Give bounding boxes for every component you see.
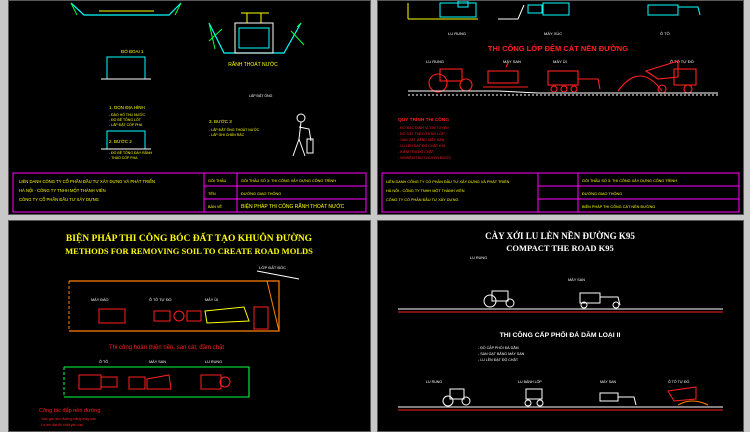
footer-right: ĐƯỜNG GIAO THÔNG [241,191,281,196]
dim-label: LỚP ĐẤT BÓC [259,265,286,270]
label-row: MÁY SAN [503,59,521,64]
step3-line: - LẮP GHI CHẮN RÁC [209,132,245,137]
process-line: - ĐỔ CÁT THEO TỪNG LỚP [398,131,445,136]
footer-left-line: HÀ NỘI - CÔNG TY TNHH MỘT THÀNH VIÊN [386,188,465,193]
label-row: LU RUNG [426,59,444,64]
process-line: - ĐO ĐẠC ĐỊNH VỊ TIM TUYẾN [398,125,449,130]
step1-title: 1. DỌN ĐỊA HÌNH [109,104,145,110]
compact-road-panel[interactable]: CÀY XỚI LU LÈN NỀN ĐƯỜNG K95 COMPACT THE… [377,220,744,432]
process-line: - SAN GẠT BẰNG MÁY SAN [398,137,445,142]
svg-text:ĐÓ BOAI 1: ĐÓ BOAI 1 [121,48,144,54]
step2-title: 2. BƯỚC 2 [109,138,132,144]
label-bottom: Ô TÔ TỰ ĐỔ [668,379,690,384]
soil-removal-panel[interactable]: BIỆN PHÁP THI CÔNG BÓC ĐẤT TẠO KHUÔN ĐƯỜ… [8,220,371,432]
footer-right: BIỆN PHÁP THI CÔNG CÁT NỀN ĐƯỜNG [582,204,655,209]
title-vn: BIỆN PHÁP THI CÔNG BÓC ĐẤT TẠO KHUÔN ĐƯỜ… [66,231,313,244]
note: - ĐỔ CẤP PHỐI ĐÁ DĂM [478,345,519,350]
step1-line: - LẮP ĐẶT CỐP PHA [109,122,143,127]
mid-title: THI CÔNG CẤP PHỐI ĐÁ DĂM LOẠI II [500,329,621,339]
process-line: - KIỂM TRA ĐỘ CHẶT [398,149,435,154]
footer-left-line: LIÊN DANH CÔNG TY CỔ PHẦN ĐẦU TƯ XÂY DỰN… [19,179,155,184]
footer-left-line: HÀ NỘI - CÔNG TY TNHH MỘT THÀNH VIÊN [19,188,106,193]
step2-line: - THÁO CỐP PHA [109,155,138,160]
note: - SAN GẠT BẰNG MÁY SAN [478,351,525,356]
footer-right: GÓI THẦU SỐ 3: THI CÔNG XÂY DỰNG CÔNG TR… [241,178,336,183]
step2-line: - ĐỔ BÊ TÔNG ĐÁY RÃNH [109,150,153,155]
label-top: LU RUNG [448,31,466,36]
process-line: - NGHIỆM THU CHUYỂN BƯỚC [398,155,452,160]
footer-mid: BẢN VẼ [208,204,222,209]
step3-line: - LẮP ĐẶT ỐNG THOÁT NƯỚC [209,127,260,132]
red-label: MÁY SAN [149,360,166,364]
footer-right: GÓI THẦU SỐ 3: THI CÔNG XÂY DỰNG CÔNG TR… [582,178,677,183]
title1: CÀY XỚI LU LÈN NỀN ĐƯỜNG K95 [485,231,635,241]
label-top: LU RUNG [470,256,487,260]
drain-label: RÃNH THOÁT NƯỚC [228,61,278,68]
footer-mid: TÊN [208,191,216,196]
sand-layer-panel[interactable]: LU RUNG MÁY XÚC Ô TÔ THI CÔNG LỚP ĐỆM CÁ… [377,0,744,215]
label-bottom: LU RUNG [426,380,442,384]
footer-left-line: CÔNG TY CỔ PHẦN ĐẦU TƯ XÂY DỰNG [386,197,458,202]
bottom-line: - Lu lèn đạt độ chặt yêu cầu [39,423,83,427]
compact-road-drawing: CÀY XỚI LU LÈN NỀN ĐƯỜNG K95 COMPACT THE… [398,231,723,411]
label-top: MÁY XÚC [544,31,562,36]
soil-removal-drawing: BIỆN PHÁP THI CÔNG BÓC ĐẤT TẠO KHUÔN ĐƯỜ… [39,231,313,427]
footer-left-line: LIÊN DANH CÔNG TY CỔ PHẦN ĐẦU TƯ XÂY DỰN… [386,179,510,184]
svg-text:LẮP ĐẶT ỐNG: LẮP ĐẶT ỐNG [249,93,273,98]
note: - LU LÈN ĐẠT ĐỘ CHẶT [478,357,519,362]
drawing-title: BIỆN PHÁP THI CÔNG RÃNH THOÁT NƯỚC [241,202,345,210]
label: Ô TÔ TỰ ĐỔ [149,297,172,302]
label-row: MÁY ỦI [553,59,567,64]
step1-line: - ĐỔ BÊ TÔNG LÓT [109,117,142,122]
red-label: Ô TÔ [99,359,108,364]
label: MÁY ĐÀO [91,298,108,302]
red-heading: Thi công hoàn thiện nền, san cát, đầm ch… [109,345,224,351]
footer-right: ĐƯỜNG GIAO THÔNG [582,191,622,196]
drainage-drawing-panel[interactable]: RÃNH THOÁT NƯỚC ĐÓ BOAI 1 1. DỌN ĐỊA HÌN… [8,0,371,215]
title2: COMPACT THE ROAD K95 [506,243,613,253]
label-row: Ô TÔ TỰ ĐỔ [670,59,694,64]
title-en: METHODS FOR REMOVING SOIL TO CREATE ROAD… [65,246,313,256]
label: MÁY ỦI [205,297,218,302]
label-bottom: LU BÁNH LỐP [518,379,542,384]
footer-left-line: CÔNG TY CỔ PHẦN ĐẦU TƯ XÂY DỰNG [19,197,99,202]
step1-line: - ĐÀO HỐ THU NƯỚC [109,112,146,117]
footer-mid: GÓI THẦU [208,178,227,183]
process-title: QUY TRÌNH THI CÔNG [398,115,449,123]
step3-title: 3. BƯỚC 3 [209,118,232,124]
process-line: - LU LÈN ĐẠT ĐỘ CHẶT K95 [398,143,445,148]
red-label: LU RUNG [205,360,222,364]
bottom-heading: Công tác đắp nền đường [39,407,100,414]
panel-title: THI CÔNG LỚP ĐỆM CÁT NỀN ĐƯỜNG [488,43,628,53]
label-bottom: MÁY SAN [600,380,617,384]
bottom-line: - San gạt nền đường bằng máy san [39,416,96,421]
label-top: MÁY SAN [568,278,585,282]
label-top: Ô TÔ [660,31,670,36]
sand-layer-drawing: LU RUNG MÁY XÚC Ô TÔ THI CÔNG LỚP ĐỆM CÁ… [381,1,740,213]
drainage-drawing: RÃNH THOÁT NƯỚC ĐÓ BOAI 1 1. DỌN ĐỊA HÌN… [12,2,367,213]
